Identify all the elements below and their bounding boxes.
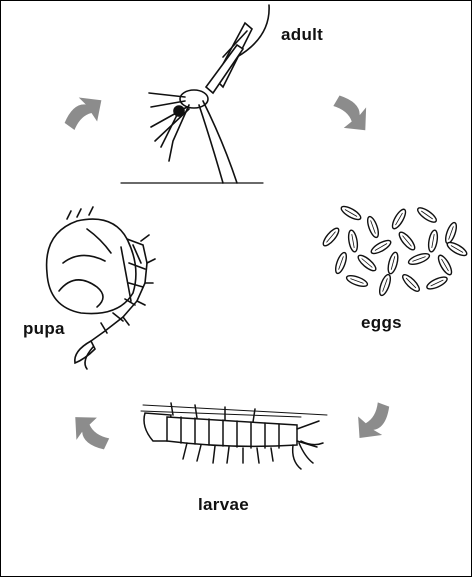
arrow-eggs-to-larvae [349,396,396,447]
label-larvae: larvae [198,495,249,515]
larva-icon [141,403,327,469]
label-pupa: pupa [23,319,65,339]
label-eggs: eggs [361,313,402,333]
arrow-adult-to-eggs [325,89,376,139]
pupa-icon [47,207,155,369]
eggs-icon [321,204,469,297]
arrow-larvae-to-pupa [65,407,117,456]
label-adult: adult [281,25,323,45]
mosquito-icon [121,5,269,183]
arrow-pupa-to-adult [59,88,110,139]
